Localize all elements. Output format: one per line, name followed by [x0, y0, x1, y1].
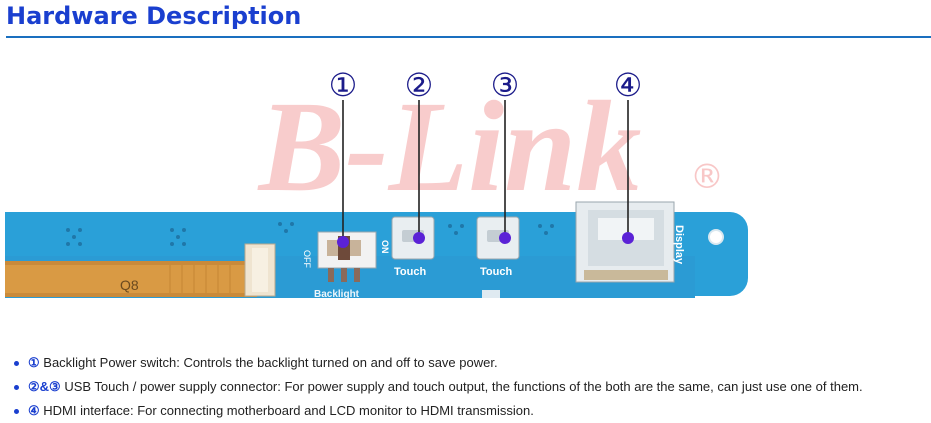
- page-title: Hardware Description: [6, 2, 302, 30]
- list-item: ① Backlight Power switch: Controls the b…: [14, 351, 863, 375]
- list-item: ②&③ USB Touch / power supply connector: …: [14, 375, 863, 399]
- callout-dots: [337, 232, 634, 248]
- label-touch-right: Touch: [480, 266, 512, 278]
- description-list: ① Backlight Power switch: Controls the b…: [14, 351, 863, 423]
- item-marker: ②&③: [28, 379, 61, 394]
- label-touch-left: Touch: [394, 266, 426, 278]
- title-divider: [6, 36, 931, 38]
- label-off: OFF: [302, 250, 312, 268]
- watermark-text: B-Link: [257, 75, 642, 219]
- item-marker: ①: [28, 355, 40, 370]
- item-text: Backlight Power switch: Controls the bac…: [43, 355, 498, 370]
- label-on: ON: [380, 240, 390, 254]
- list-item: ④ HDMI interface: For connecting motherb…: [14, 399, 863, 423]
- label-q8: Q8: [120, 277, 139, 293]
- label-display: Display: [673, 225, 685, 265]
- callout-3: ③: [491, 66, 520, 104]
- callout-numbers: ① ② ③ ④: [329, 66, 643, 104]
- callout-1: ①: [329, 66, 358, 104]
- item-marker: ④: [28, 403, 40, 418]
- callout-lines: [342, 100, 629, 242]
- hardware-board-figure: B-Link ® Q8 OFF ON Backlight: [5, 66, 748, 300]
- label-backlight: Backlight: [314, 289, 360, 300]
- circuit-board: Q8 OFF ON Backlight Touch Touch Display: [5, 201, 748, 300]
- item-text: HDMI interface: For connecting motherboa…: [43, 403, 534, 418]
- registered-mark: ®: [690, 157, 724, 197]
- callout-4: ④: [614, 66, 643, 104]
- callout-2: ②: [405, 66, 434, 104]
- item-text: USB Touch / power supply connector: For …: [64, 379, 863, 394]
